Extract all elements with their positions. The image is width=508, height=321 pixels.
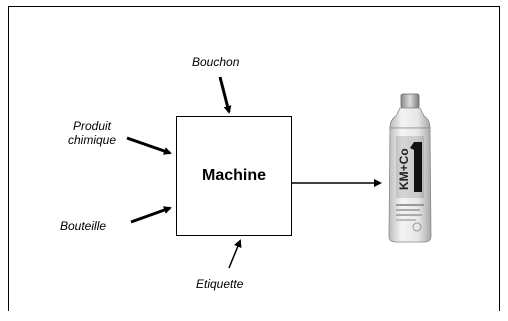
bouchon-arrow (220, 77, 229, 112)
bottle-image: KM+Co (384, 92, 436, 244)
produit-arrow (127, 138, 170, 153)
bouteille-arrow (131, 208, 170, 222)
bottle-brand-text: KM+Co (397, 148, 411, 190)
etiquette-arrow (229, 241, 240, 268)
